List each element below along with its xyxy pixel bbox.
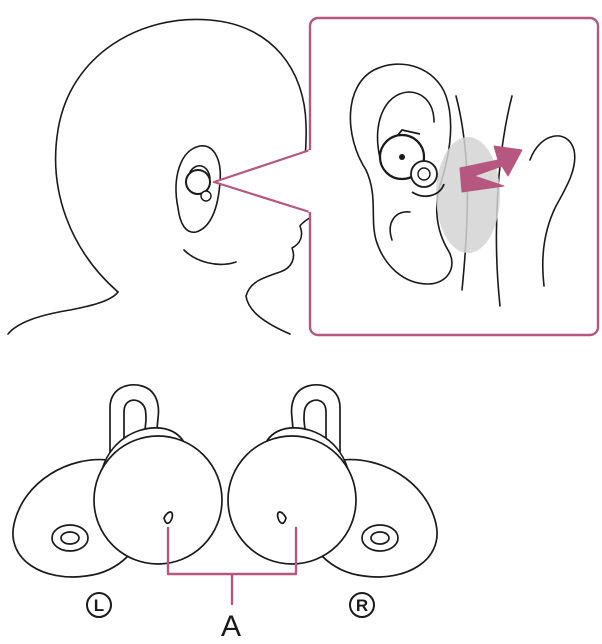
callout-label-a: A — [221, 612, 241, 642]
right-side-mark-label: R — [356, 597, 368, 614]
callout-connector — [214, 148, 316, 214]
ear-shading — [436, 137, 500, 253]
right-side-mark-icon: R — [349, 592, 375, 618]
left-earbud — [13, 385, 222, 577]
right-earbud — [228, 385, 437, 577]
left-side-mark-icon: L — [86, 592, 112, 618]
left-side-mark-label: L — [94, 597, 104, 614]
head-earbud — [186, 170, 211, 201]
